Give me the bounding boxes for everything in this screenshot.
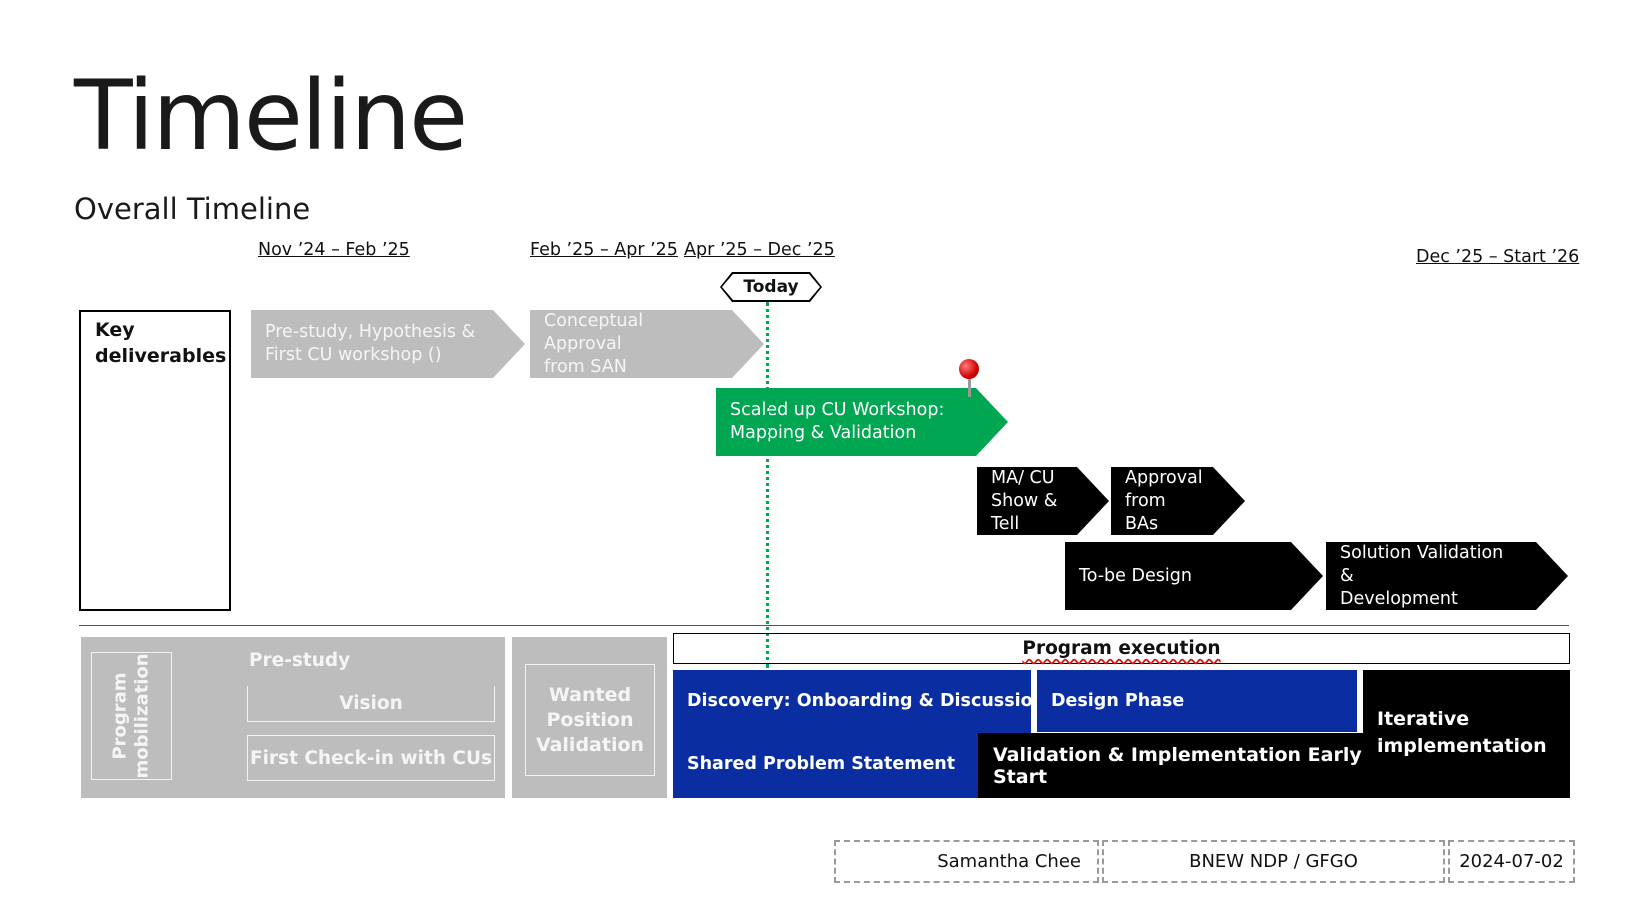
program-execution-header: Program execution [673,633,1570,664]
iterative-implementation-block: Iterative implementation [1363,670,1570,798]
footer-author: Samantha Chee [834,840,1099,883]
period-label-4: Dec ’25 – Start ’26 [1416,247,1580,267]
deliverable-approval-bas: Approval from BAs [1111,467,1245,535]
period-label-2: Feb ’25 – Apr ’25 [530,240,678,260]
key-deliverables-box: Key deliverables [79,310,231,611]
discovery-label: Discovery: Onboarding & Discussion [687,691,1046,711]
shared-problem-label: Shared Problem Statement [687,754,956,774]
today-label: Today [722,274,820,300]
today-marker: Today [720,272,822,302]
pushpin-icon [959,359,979,379]
deliverable-solution-validation: Solution Validation & Development [1326,542,1568,610]
first-checkin-label: First Check-in with CUs [249,747,493,769]
program-execution-label: Program execution [1022,638,1221,659]
deliverable-ma-cu-show-tell: MA/ CU Show & Tell [977,467,1109,535]
phase-discovery-block [673,670,1031,798]
section-divider [79,625,1569,626]
design-phase-label: Design Phase [1051,691,1185,711]
phase-wanted-position-block [512,637,667,798]
period-label-3: Apr ’25 – Dec ’25 [684,240,835,260]
vision-label: Vision [339,693,403,714]
page-subtitle: Overall Timeline [74,192,311,226]
validation-implementation-block: Validation & Implementation Early Start [978,733,1363,798]
program-mobilization-box: Program mobilization [91,652,172,780]
footer-date: 2024-07-02 [1448,840,1575,883]
deliverable-prestudy-hypothesis: Pre-study, Hypothesis & First CU worksho… [251,310,525,378]
first-checkin-box: First Check-in with CUs [247,735,495,781]
design-phase-block: Design Phase [1037,670,1357,732]
wanted-position-validation-box: Wanted Position Validation [525,664,655,776]
vision-box: Vision [247,686,495,722]
footer-department: BNEW NDP / GFGO [1102,840,1445,883]
pushpin-needle [968,377,971,397]
prestudy-label: Pre-study [249,650,351,671]
validation-implementation-label: Validation & Implementation Early Start [993,743,1362,788]
phase-prestudy-block [81,637,505,798]
program-mobilization-label: Program mobilization [109,653,153,779]
today-line [766,302,769,668]
period-label-1: Nov ’24 – Feb ’25 [258,240,410,260]
deliverable-conceptual-approval: Conceptual Approval from SAN [530,310,764,378]
deliverable-to-be-design: To-be Design [1065,542,1323,610]
page-title: Timeline [74,60,468,172]
deliverable-scaled-up-workshop: Scaled up CU Workshop: Mapping & Validat… [716,388,1008,456]
key-deliverables-label: Key deliverables [95,319,227,367]
